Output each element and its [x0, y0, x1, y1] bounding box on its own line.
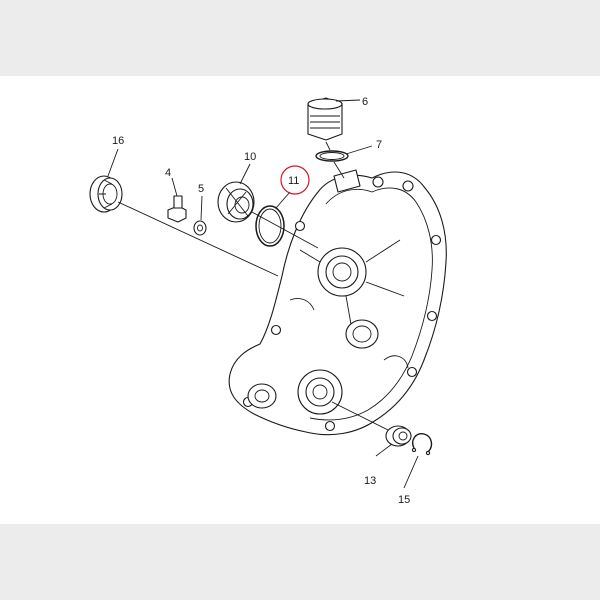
callout-4: 4	[165, 167, 171, 179]
part-10-filter-cap	[217, 181, 255, 223]
exploded-parts-diagram: 16 4 5 10 11 6 7 13 15	[89, 96, 447, 506]
part-6-filler-cap	[307, 97, 343, 141]
callout-7: 7	[376, 139, 382, 151]
part-7-o-ring	[315, 150, 349, 162]
callout-15: 15	[398, 494, 410, 506]
part-4-bolt	[167, 195, 187, 223]
callout-10: 10	[244, 151, 256, 163]
callout-16: 16	[112, 135, 124, 147]
callout-6: 6	[362, 96, 368, 108]
crankcase-cover	[228, 169, 447, 436]
leader-lines	[107, 99, 419, 489]
part-16-seal-cap	[89, 175, 123, 213]
callout-13: 13	[364, 475, 376, 487]
callout-labels: 16 4 5 10 11 6 7 13 15	[112, 96, 410, 506]
part-15-circlip	[411, 433, 433, 456]
callout-11-highlight-ring	[280, 165, 310, 195]
part-11-o-ring	[255, 205, 285, 247]
callout-5: 5	[198, 183, 204, 195]
part-5-washer	[193, 220, 207, 236]
diagram-canvas: 16 4 5 10 11 6 7 13 15	[0, 76, 600, 524]
callout-11: 11	[288, 175, 299, 187]
part-13-bearing	[385, 425, 412, 447]
